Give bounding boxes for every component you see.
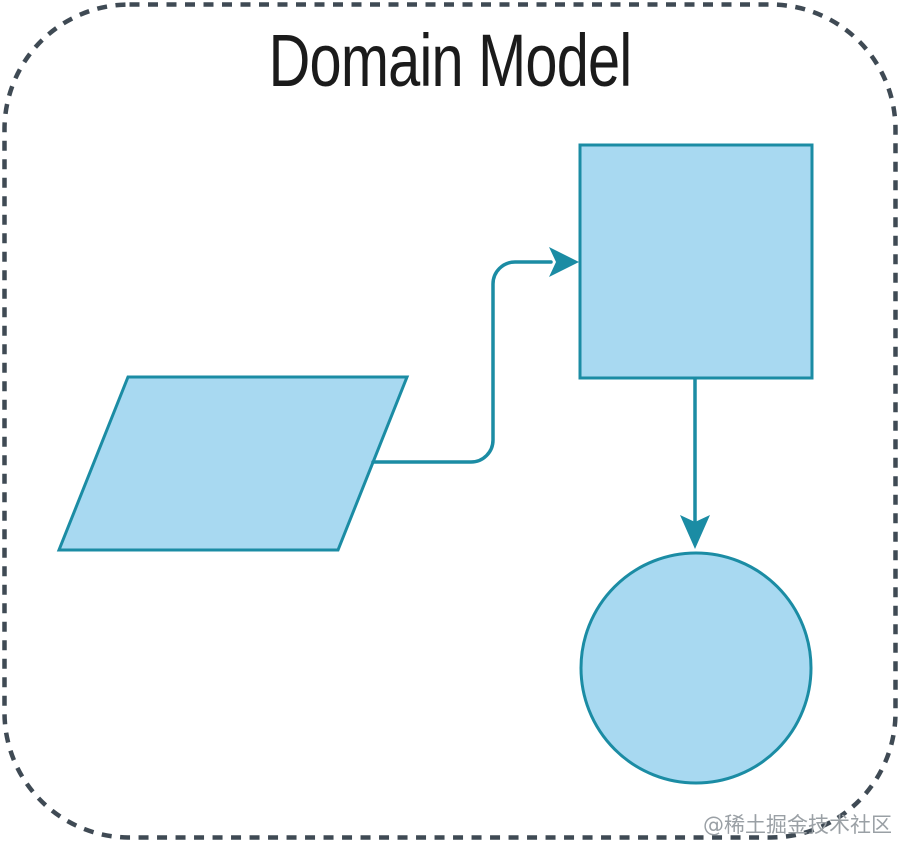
down-arrowhead-icon [680, 515, 710, 549]
watermark-text: @稀土掘金技术社区 [703, 812, 892, 837]
elbow-connector [371, 260, 553, 464]
parallelogram-node [56, 375, 410, 552]
page-title: Domain Model [268, 19, 633, 102]
right-arrowhead-icon [549, 247, 579, 277]
square-node [578, 143, 814, 380]
circle-node [579, 551, 813, 785]
